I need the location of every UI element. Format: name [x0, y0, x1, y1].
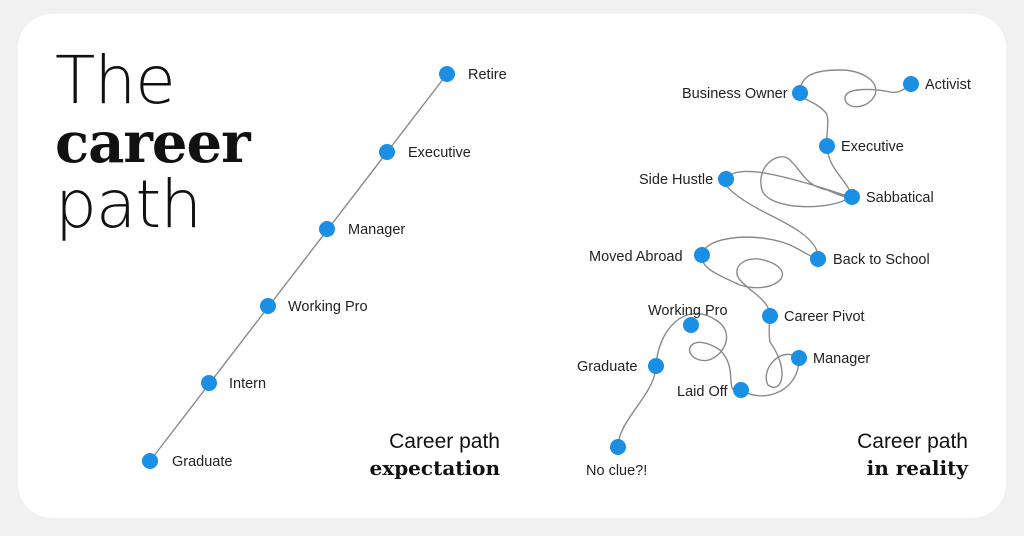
reality-node-dot	[610, 439, 626, 455]
expectation-node-dot	[201, 375, 217, 391]
expectation-node-label: Manager	[348, 222, 405, 238]
reality-caption-line-2: in reality	[866, 456, 968, 480]
reality-node-label: Sabbatical	[866, 190, 934, 206]
reality-node-label: Graduate	[577, 359, 637, 375]
expectation-node-label: Working Pro	[288, 299, 368, 315]
title-line-3: path	[55, 166, 202, 243]
reality-node-label: Moved Abroad	[589, 249, 683, 265]
reality-node-dot	[844, 189, 860, 205]
reality-node-label: Career Pivot	[784, 309, 865, 325]
reality-node-label: Working Pro	[648, 303, 728, 319]
reality-caption: Career path in reality	[798, 428, 968, 482]
reality-node-label: Executive	[841, 139, 904, 155]
expectation-node-label: Graduate	[172, 454, 232, 470]
reality-node-label: Back to School	[833, 252, 930, 268]
reality-node-label: Business Owner	[682, 86, 788, 102]
expectation-caption-line-1: Career path	[389, 430, 500, 453]
reality-node-label: Activist	[925, 77, 971, 93]
reality-node-dot	[683, 317, 699, 333]
reality-node-label: Manager	[813, 351, 870, 367]
reality-path	[617, 69, 912, 448]
title-line-1: The	[55, 42, 176, 119]
title-line-2: career	[55, 110, 251, 176]
reality-node-dot	[694, 247, 710, 263]
reality-node-dot	[819, 138, 835, 154]
expectation-node-dot	[260, 298, 276, 314]
expectation-node-dot	[379, 144, 395, 160]
reality-node-label: Side Hustle	[639, 172, 713, 188]
expectation-line	[149, 73, 448, 462]
reality-node-label: No clue?!	[586, 463, 647, 479]
reality-node-dot	[762, 308, 778, 324]
reality-node-dot	[791, 350, 807, 366]
reality-node-dot	[792, 85, 808, 101]
reality-node-dot	[718, 171, 734, 187]
page-title: The career path	[55, 42, 251, 243]
expectation-node-dot	[439, 66, 455, 82]
reality-node-dot	[810, 251, 826, 267]
reality-node-label: Laid Off	[677, 384, 728, 400]
expectation-node-label: Intern	[229, 376, 266, 392]
reality-node-dot	[733, 382, 749, 398]
expectation-nodes: Graduate Intern Working Pro Manager Executiv…	[142, 66, 507, 470]
expectation-node-dot	[319, 221, 335, 237]
reality-node-dot	[903, 76, 919, 92]
reality-caption-line-1: Career path	[857, 430, 968, 453]
expectation-caption: Career path expectation	[330, 428, 500, 482]
reality-node-dot	[648, 358, 664, 374]
expectation-node-dot	[142, 453, 158, 469]
expectation-node-label: Retire	[468, 67, 507, 83]
expectation-node-label: Executive	[408, 145, 471, 161]
card	[18, 14, 1006, 518]
expectation-caption-line-2: expectation	[369, 456, 500, 480]
